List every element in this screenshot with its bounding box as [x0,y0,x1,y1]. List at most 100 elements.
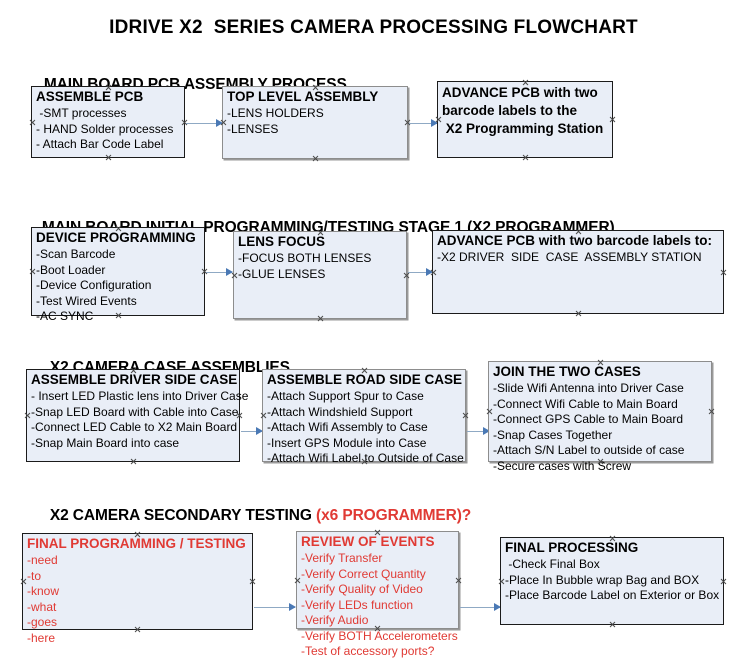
node-join-the-two-cases[interactable]: JOIN THE TWO CASES -Slide Wifi Antenna i… [486,361,712,473]
node-line: -Place Barcode Label on Exterior or Box [505,588,720,602]
node-line: -LENS HOLDERS [227,106,324,120]
node-line: -Verify Quality of Video [301,582,423,596]
node-review-of-events[interactable]: REVIEW OF EVENTS -Verify Transfer -Verif… [294,531,459,658]
node-line: -Attach Wifi Label to Outside of Case [267,451,464,465]
arrow-shaft [408,271,432,273]
node-line: -goes [27,615,58,629]
node-title: FINAL PROCESSING [505,540,639,555]
section-heading-x2-camera-secondary-testing: X2 CAMERA SECONDARY TESTING (x6 PROGRAMM… [33,489,471,543]
node-line: -Attach S/N Label to outside of case [493,443,685,457]
node-top-level-assembly[interactable]: TOP LEVEL ASSEMBLY -LENS HOLDERS -LENSES [222,86,408,159]
arrow-shaft [460,606,500,608]
node-title: ADVANCE PCB with two barcode labels to: [437,233,713,248]
node-line: -Test Wired Events [36,293,137,308]
arrow-head [494,603,501,611]
arrow-head [483,427,490,435]
node-assemble-driver-side-case[interactable]: ASSEMBLE DRIVER SIDE CASE - Insert LED P… [24,369,249,465]
node-advance-pcb-driver-side-case[interactable]: ADVANCE PCB with two barcode labels to: … [432,230,724,314]
node-line: -Connect Wifi Cable to Main Board [493,396,678,411]
node-line: -Attach Windshield Support [267,404,413,419]
node-title: ASSEMBLE ROAD SIDE CASE [267,372,463,387]
arrow-shaft [409,122,437,124]
node-title: FINAL PROGRAMMING / TESTING [27,536,246,551]
page-title: IDRIVE X2 SERIES CAMERA PROCESSING FLOWC… [109,17,638,38]
connector-handle-bottom[interactable] [575,310,582,317]
connector-handle-left[interactable] [24,412,31,419]
arrow-top-level-assembly-to-advance-pcb [409,119,438,127]
connector-handle-bottom[interactable] [317,315,324,322]
node-line: -need [27,553,58,567]
arrow-driver-side-to-road-side [241,427,263,435]
arrow-shaft [186,122,222,124]
node-line: -Device Configuration [36,278,152,292]
node-line-overflow: -Test of accessory ports? [301,644,435,658]
connector-handle-right[interactable] [720,269,727,276]
node-line: -LENSES [227,121,279,136]
arrow-review-of-events-to-final-processing [460,603,501,611]
arrow-final-programming-to-review-of-events [254,603,296,611]
node-line: -Snap LED Board with Cable into Case [31,404,239,419]
node-line: - HAND Solder processes [36,121,174,136]
node-line: -Verify Audio [301,613,369,627]
node-line: -to [27,568,42,583]
node-lens-focus[interactable]: LENS FOCUS -FOCUS BOTH LENSES -GLUE LENS… [233,231,407,319]
arrow-shaft [467,430,489,432]
arrow-assemble-pcb-to-top-level-assembly [186,119,223,127]
connector-handle-left[interactable] [20,578,27,585]
node-line: -what [27,599,57,614]
connector-handle-bottom[interactable] [130,458,137,465]
arrow-head [431,119,438,127]
arrow-lens-focus-to-advance-pcb-driver-side [408,268,433,276]
node-title: JOIN THE TWO CASES [493,364,641,379]
node-line: -Snap Main Board into case [31,435,180,450]
node-advance-pcb-programming-station[interactable]: ADVANCE PCB with two barcode labels to t… [437,81,613,158]
node-assemble-road-side-case[interactable]: ASSEMBLE ROAD SIDE CASE -Attach Support … [260,369,466,465]
node-title: TOP LEVEL ASSEMBLY [227,89,379,104]
node-line: -Connect LED Cable to X2 Main Board [31,420,238,434]
connector-handle-bottom[interactable] [609,621,616,628]
node-title: REVIEW OF EVENTS [301,534,435,549]
node-line: -Verify LEDs function [301,597,414,612]
node-line: -Connect GPS Cable to Main Board [493,412,684,426]
arrow-head [226,268,233,276]
node-line: -Verify BOTH Accelerometers [301,628,458,643]
connector-handle-left[interactable] [294,577,301,584]
connector-handle-left[interactable] [498,578,505,585]
node-final-programming-testing[interactable]: FINAL PROGRAMMING / TESTING -need -to -k… [20,533,253,645]
connector-handle-bottom[interactable] [522,154,529,161]
node-title: ASSEMBLE DRIVER SIDE CASE [31,372,238,387]
connector-handle-bottom[interactable] [312,155,319,162]
section-heading-text: X2 CAMERA SECONDARY TESTING [49,507,317,524]
node-line: -Verify Correct Quantity [301,566,426,581]
arrow-head [256,427,263,435]
node-line: -Attach Support Spur to Case [267,389,424,403]
section-heading-accent: (x6 PROGRAMMER)? [316,507,472,524]
connector-handle-bottom[interactable] [105,154,112,161]
arrow-device-programming-to-lens-focus [206,268,233,276]
node-line: -Check Final Box [505,557,600,571]
node-line: -Slide Wifi Antenna into Driver Case [493,381,684,395]
connector-handle-left[interactable] [260,412,267,419]
node-line: -FOCUS BOTH LENSES [238,251,372,265]
node-title: ASSEMBLE PCB [36,89,144,104]
node-title: DEVICE PROGRAMMING [36,230,196,245]
node-line: -Scan Barcode [36,247,116,261]
connector-handle-left[interactable] [486,408,493,415]
connector-handle-left[interactable] [29,268,36,275]
arrow-road-side-to-join-cases [467,427,490,435]
node-line: -Attach Wifi Assembly to Case [267,420,428,434]
arrow-head [426,268,433,276]
node-line: -Snap Cases Together [493,427,613,442]
arrow-shaft [254,606,295,608]
node-line: - Insert LED Plastic lens into Driver Ca… [31,389,249,403]
node-device-programming[interactable]: DEVICE PROGRAMMING -Scan Barcode -Boot L… [29,227,205,323]
connector-handle-left[interactable] [29,119,36,126]
arrow-head [289,603,296,611]
node-line: -Secure cases with Screw [493,458,632,473]
node-assemble-pcb[interactable]: ASSEMBLE PCB -SMT processes - HAND Solde… [31,86,185,158]
node-title: LENS FOCUS [238,234,326,249]
node-line: -GLUE LENSES [238,266,326,281]
node-final-processing[interactable]: FINAL PROCESSING -Check Final Box -Place… [500,537,724,625]
node-line: -here [27,630,56,645]
